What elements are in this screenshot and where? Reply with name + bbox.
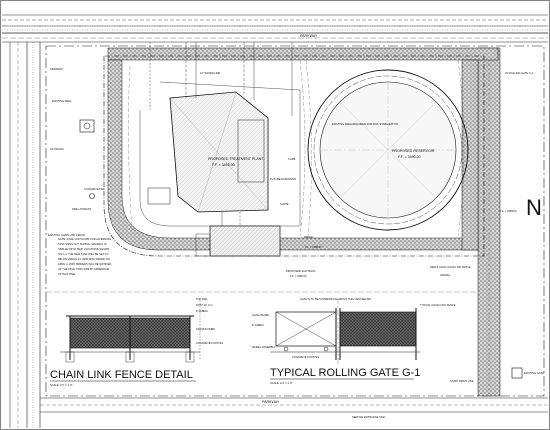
fire-hydrant-symbol: [89, 193, 95, 199]
general-note: NOTE: FINAL CONTOURS FOR ALTERNATE TANK …: [58, 237, 112, 276]
fl-right-label: F.L. = 3489.00: [500, 209, 517, 213]
slope-label: SLOPE: [280, 202, 289, 206]
svg-text:6' FABRIC: 6' FABRIC: [252, 323, 264, 327]
svg-text:GATE IS TO BE SYMMETRICAL ABOU: GATE IS TO BE SYMMETRICAL ABOUT THIS CEN…: [300, 297, 371, 301]
fence-detail-drawing: [60, 300, 201, 363]
existing-gate-box: [511, 367, 523, 379]
service-sign-label: SERVICE ENTRANCE SIGN: [352, 415, 386, 419]
reservoir-ff: F.F. = 3490.00: [398, 155, 421, 159]
fence-detail-callouts: TOP RAIL POST 10' O.C. 6' FABRIC TENSION…: [196, 297, 223, 345]
water-line-label: 12" WATER LINE: [200, 71, 220, 75]
swale-label: SWALE: [304, 235, 313, 239]
fire-hydrant-label: FIRE HYDRANT: [72, 207, 92, 211]
north-arrow: N: [526, 195, 542, 220]
concrete-pad-label: CONCRETE PAD: [84, 187, 105, 191]
svg-text:APRIL 4, 2005. BIDDERS WILL BE: APRIL 4, 2005. BIDDERS WILL BE NOTIFIED: [58, 262, 112, 266]
future-expansion-label: FUTURE EXPANSION: [270, 177, 296, 181]
driveway-label: DRIVEWAY: [50, 67, 64, 71]
curb-label: CURB: [288, 157, 296, 161]
existing-fence-label: EXISTING CHAIN LINK FENCE: [48, 233, 85, 237]
property-line: [45, 45, 545, 397]
svg-text:6' FABRIC: 6' FABRIC: [196, 309, 208, 313]
rolling-gate-label: 20' ROLLING GATE G-1: [505, 71, 534, 75]
reservoir-inner-note: EXISTING AREA REQUIRED FOR SOIL STABILIZ…: [332, 122, 398, 126]
gate-detail-drawing: [270, 298, 420, 364]
svg-text:NOTE: FINAL CONTOURS FOR ALTER: NOTE: FINAL CONTOURS FOR ALTERNATE: [58, 237, 111, 241]
fence-detail-title: CHAIN LINK FENCE DETAIL: [50, 369, 193, 381]
treatment-plant: [169, 91, 269, 213]
top-parkway-label: PARKWAY: [300, 34, 318, 38]
gravel-label: GRAVEL: [440, 273, 451, 277]
salt-bldg-title: PROPOSED SALT BLDG.: [286, 269, 316, 273]
svg-text:CONCRETE FOOTING: CONCRETE FOOTING: [292, 355, 319, 359]
svg-text:BID ON MARCH 24, 2005 WITH AWA: BID ON MARCH 24, 2005 WITH AWARD ON: [58, 257, 110, 261]
gate-detail-scale: SCALE: 1/4" = 1'-0": [270, 381, 293, 385]
salt-bldg-ff: F.F. = 3486.00: [290, 274, 307, 278]
svg-text:TANK SIZES NOT SHOWN. GRADING: TANK SIZES NOT SHOWN. GRADING IS: [58, 242, 107, 246]
utility-lines: [149, 42, 293, 232]
east-gravel-loop: [461, 59, 479, 251]
svg-text:OF THE FINAL TANK SIZE BY ADDE: OF THE FINAL TANK SIZE BY ADDENDUM: [58, 267, 109, 271]
start-drain-label: START DRAIN LINE: [450, 379, 474, 383]
existing-gate-label: EXISTING GATE: [524, 371, 544, 375]
north-gravel-strip: [107, 47, 499, 61]
plant-title: PROPOSED TREATMENT PLANT: [208, 157, 264, 161]
new-fence-label: NEW 6' HIGH CHAIN LINK FENCE: [430, 265, 471, 269]
fence-detail-scale: SCALE: 1/4" = 1'-0": [50, 383, 73, 387]
svg-text:TYPICAL CHAIN LINK FENCE: TYPICAL CHAIN LINK FENCE: [420, 303, 456, 307]
svg-text:AT THAT TIME.: AT THAT TIME.: [58, 272, 76, 276]
reservoir-title: PROPOSED RESERVOIR: [392, 149, 435, 153]
left-road-lines: [9, 42, 41, 428]
grading-contours: [128, 59, 465, 237]
gate-detail-callouts: GATE IS TO BE SYMMETRICAL ABOUT THIS CEN…: [252, 297, 456, 359]
ac-paving-label: AC PAVING: [50, 147, 64, 151]
concrete-pad: [147, 187, 171, 205]
gate-detail-title: TYPICAL ROLLING GATE G-1: [270, 367, 420, 379]
existing-well: [79, 119, 95, 133]
reservoir: [307, 69, 469, 231]
fl-left-label: F.L. = 3488.00: [305, 245, 322, 249]
plant-ff: F.F. = 3495.00: [212, 163, 235, 167]
svg-text:ON C-1. THE NEW TANK WILL BE S: ON C-1. THE NEW TANK WILL BE SET TO: [58, 252, 108, 256]
top-road-lines: [2, 14, 548, 43]
svg-text:POST 10' O.C.: POST 10' O.C.: [196, 303, 213, 307]
svg-text:WHEEL ASSEMBLY: WHEEL ASSEMBLY: [252, 345, 276, 349]
salt-building: [195, 225, 281, 257]
svg-text:GATE FRAME: GATE FRAME: [252, 313, 269, 317]
svg-text:TOP RAIL: TOP RAIL: [196, 297, 208, 301]
svg-text:CONCRETE FOOTING: CONCRETE FOOTING: [196, 341, 223, 345]
bottom-road-lines: [40, 397, 548, 413]
bottom-parkway-label: PARKWAY: [262, 400, 280, 404]
existing-well-label: EXISTING WELL: [52, 99, 72, 103]
svg-text:SIMILAR WITH TANK LOCATIONS SH: SIMILAR WITH TANK LOCATIONS SHOWN: [58, 247, 109, 251]
svg-text:TENSION WIRE: TENSION WIRE: [196, 327, 215, 331]
